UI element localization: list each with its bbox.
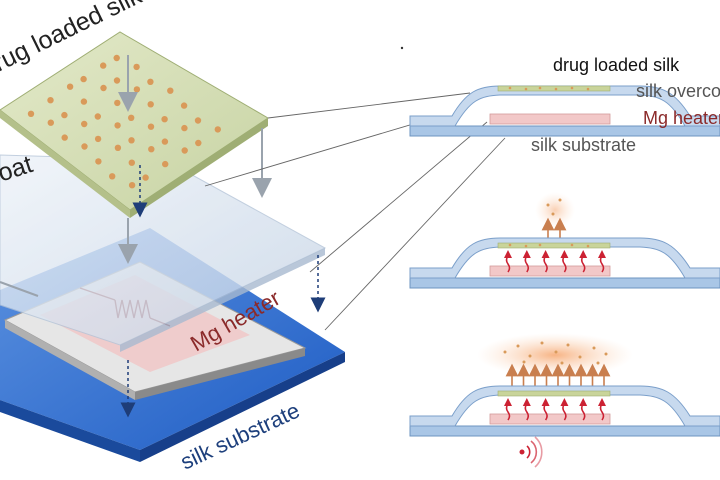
drug-loaded-silk-layer — [0, 31, 269, 218]
heat-arrow-head — [522, 398, 531, 406]
drug-dot — [94, 113, 102, 120]
drug-dot — [80, 98, 88, 105]
drug-dot — [128, 159, 135, 166]
release-cloud-small — [535, 192, 575, 228]
drug-dot — [100, 84, 107, 92]
drug-dot — [80, 75, 87, 83]
drug-dot — [147, 123, 155, 130]
heat-arrows-3 — [504, 398, 606, 421]
heat-wave-arrow-icon — [580, 255, 586, 273]
drug-dot — [66, 83, 74, 90]
heat-wave-arrow-icon — [524, 255, 530, 273]
drug-dot — [61, 111, 68, 119]
drug-dot — [109, 173, 116, 180]
drug-dot — [181, 147, 188, 154]
heat-wave-arrow-icon — [524, 403, 530, 421]
heat-wave-arrow-icon — [562, 403, 567, 421]
drug-dot — [161, 138, 169, 145]
heat-arrow-head — [598, 250, 606, 258]
heat-arrows-2 — [504, 250, 606, 273]
drug-dots-1 — [508, 86, 590, 91]
drug-dot — [100, 62, 107, 69]
heat-wave-arrow-icon — [543, 403, 548, 421]
stacking-arrows — [0, 55, 326, 418]
drug-dot — [133, 86, 141, 93]
heat-arrow-head — [598, 398, 606, 406]
drug-dot — [147, 101, 154, 108]
stray-dot — [400, 46, 404, 50]
cross-section-heating — [409, 192, 720, 289]
cross-section-idle — [409, 85, 720, 137]
heat-wave-arrow-icon — [599, 255, 605, 273]
heat-wave-arrow-icon — [562, 255, 567, 273]
drug-dot — [128, 182, 136, 189]
drug-dot — [94, 135, 102, 143]
drug-dot — [181, 124, 188, 132]
drug-dot — [133, 63, 140, 71]
drug-dot — [142, 174, 149, 181]
drug-dot — [47, 119, 54, 126]
drug-dot — [47, 97, 54, 104]
connector-lines — [204, 92, 506, 331]
drug-dot — [148, 146, 155, 153]
heat-arrow-head — [560, 250, 569, 258]
drug-dot — [113, 54, 120, 62]
heat-arrow-head — [560, 398, 569, 406]
drug-dot — [114, 122, 121, 129]
drug-dot — [61, 134, 68, 141]
drug-dot — [27, 110, 35, 118]
heat-wave-arrow-icon — [505, 255, 511, 273]
release-cloud-large — [477, 333, 633, 377]
heat-arrow-head — [504, 250, 512, 258]
heat-arrow-head — [579, 398, 588, 406]
heat-arrow-head — [541, 398, 550, 406]
drug-dot — [147, 78, 154, 86]
heat-arrow-head — [522, 250, 531, 258]
heat-wave-arrow-icon — [580, 403, 586, 421]
drug-dot — [162, 160, 169, 168]
drug-dot — [81, 120, 88, 128]
drug-dot — [128, 137, 135, 144]
drug-dot — [214, 126, 221, 133]
cs-label-overcoat: silk overcoat — [636, 81, 720, 101]
heat-wave-arrow-icon — [599, 403, 605, 421]
drug-dot — [114, 144, 122, 151]
heat-arrow-head — [541, 250, 550, 258]
released-drug-dots — [503, 341, 608, 365]
heat-arrow-head — [504, 398, 512, 406]
drug-dots-film — [27, 54, 221, 189]
drug-dot — [114, 99, 121, 107]
cs-label-drug: drug loaded silk — [553, 55, 680, 75]
cross-section-wireless — [409, 333, 720, 468]
drug-film-bar — [497, 85, 611, 92]
drug-dot — [180, 102, 188, 109]
drug-dot — [95, 158, 102, 165]
cs-label-substrate: silk substrate — [531, 135, 636, 155]
heat-wave-arrow-icon — [505, 403, 511, 421]
drug-dot — [167, 87, 174, 94]
drug-dot — [128, 114, 135, 122]
heater-bar — [489, 113, 611, 125]
drug-dot — [113, 77, 121, 84]
drug-dot — [195, 139, 202, 147]
heat-wave-arrow-icon — [543, 255, 548, 273]
release-arrows-large — [505, 363, 611, 388]
drug-dot — [161, 116, 168, 123]
drug-dot — [81, 143, 88, 150]
drug-dot — [194, 117, 202, 124]
wireless-signal-icon — [519, 436, 543, 468]
cs-label-heater: Mg heater — [643, 108, 720, 128]
heat-arrow-head — [579, 250, 588, 258]
